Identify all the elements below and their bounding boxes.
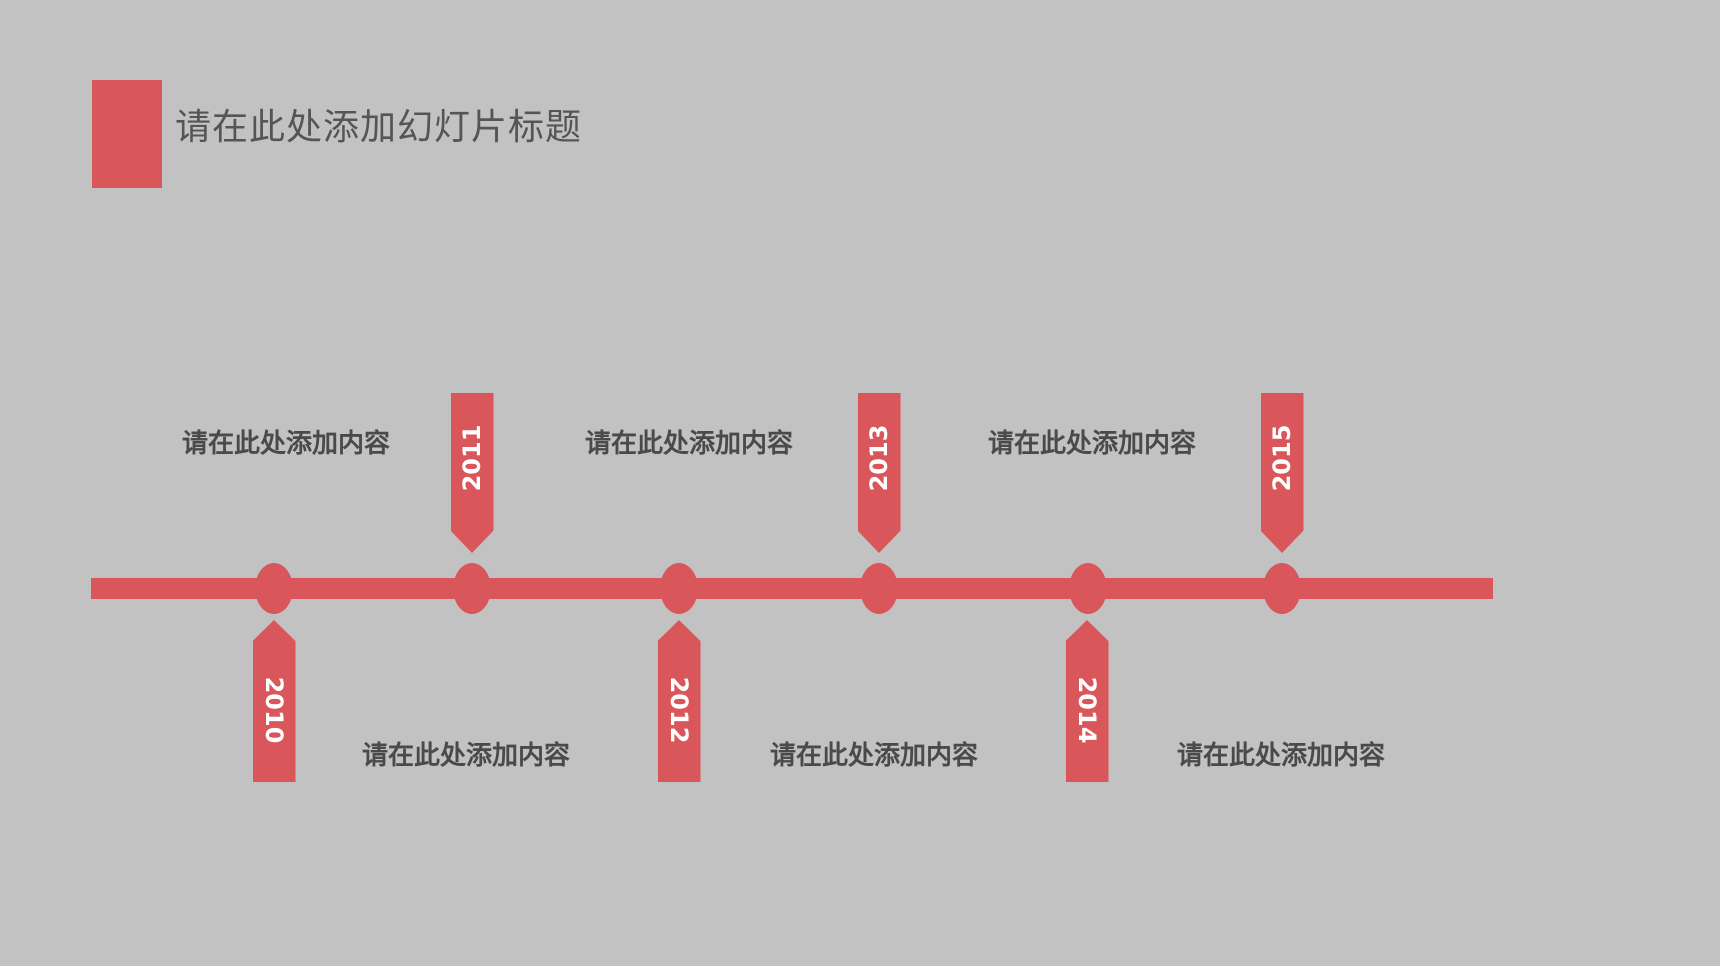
year-tag-2015: 2015	[1260, 393, 1304, 553]
title-accent-block	[92, 80, 162, 188]
timeline-node-2012	[660, 563, 698, 614]
timeline-axis	[91, 578, 1493, 599]
content-text-2012[interactable]: 请在此处添加内容	[584, 429, 793, 459]
timeline-node-2010	[255, 563, 293, 614]
timeline-node-2013	[860, 563, 898, 614]
content-text-2011[interactable]: 请在此处添加内容	[361, 741, 570, 771]
year-tag-2012: 2012	[657, 620, 701, 782]
timeline-node-2015	[1263, 563, 1301, 614]
year-label: 2011	[458, 424, 486, 492]
content-text-2010[interactable]: 请在此处添加内容	[181, 429, 390, 459]
timeline-node-2014	[1069, 563, 1107, 614]
content-text-2014[interactable]: 请在此处添加内容	[987, 429, 1196, 459]
content-text-2015[interactable]: 请在此处添加内容	[1176, 741, 1385, 771]
year-tag-2011: 2011	[450, 393, 494, 553]
year-tag-2013: 2013	[857, 393, 901, 553]
year-label: 2015	[1268, 424, 1296, 492]
content-text-2013[interactable]: 请在此处添加内容	[769, 741, 978, 771]
year-label: 2013	[865, 424, 893, 492]
year-label: 2012	[665, 676, 693, 744]
timeline-node-2011	[453, 563, 491, 614]
year-tag-2010: 2010	[252, 620, 296, 782]
year-label: 2014	[1073, 676, 1101, 744]
year-tag-2014: 2014	[1065, 620, 1109, 782]
slide-title[interactable]: 请在此处添加幻灯片标题	[175, 107, 583, 148]
year-label: 2010	[260, 676, 288, 744]
